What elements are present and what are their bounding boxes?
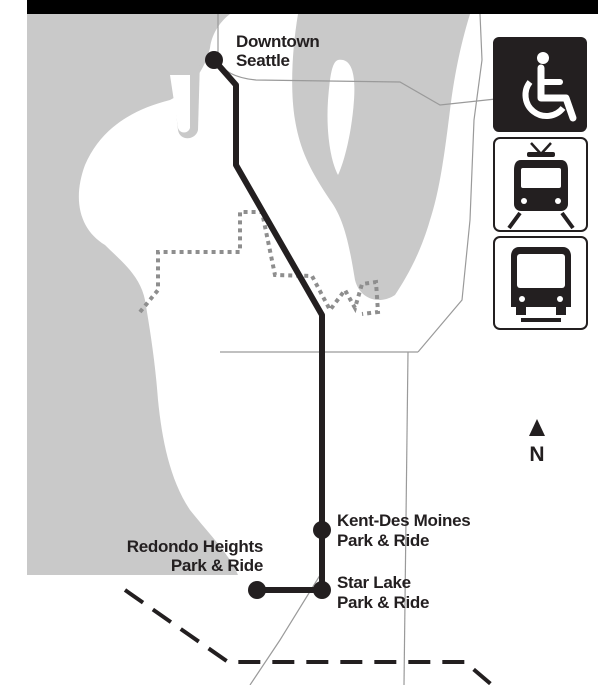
top-border — [27, 0, 598, 14]
label-star-lake-line2: Park & Ride — [337, 593, 429, 612]
route-line — [211, 58, 325, 590]
label-redondo-line1: Redondo Heights — [127, 537, 263, 556]
water-mercer-island — [327, 59, 355, 175]
city-boundary — [138, 210, 381, 316]
label-redondo-line2: Park & Ride — [171, 556, 263, 575]
label-kent-line2: Park & Ride — [337, 531, 429, 550]
water-inlet — [170, 75, 190, 133]
county-line — [123, 588, 494, 685]
label-downtown-line2: Seattle — [236, 51, 290, 70]
bus-icon — [493, 236, 588, 330]
label-kent-line1: Kent-Des Moines — [337, 511, 470, 530]
stop-downtown-seattle — [205, 51, 223, 69]
north-arrow-icon — [529, 419, 545, 436]
light-rail-icon — [493, 137, 588, 232]
stop-star-lake — [313, 581, 331, 599]
wheelchair-accessible-icon — [493, 37, 587, 132]
water-lake-washington — [292, 14, 470, 300]
stop-redondo-heights — [248, 581, 266, 599]
label-star-lake-line1: Star Lake — [337, 573, 411, 592]
label-downtown-line1: Downtown — [236, 32, 320, 51]
stop-kent-des-moines — [313, 521, 331, 539]
water-puget-sound — [27, 14, 238, 575]
north-label: N — [529, 443, 544, 466]
